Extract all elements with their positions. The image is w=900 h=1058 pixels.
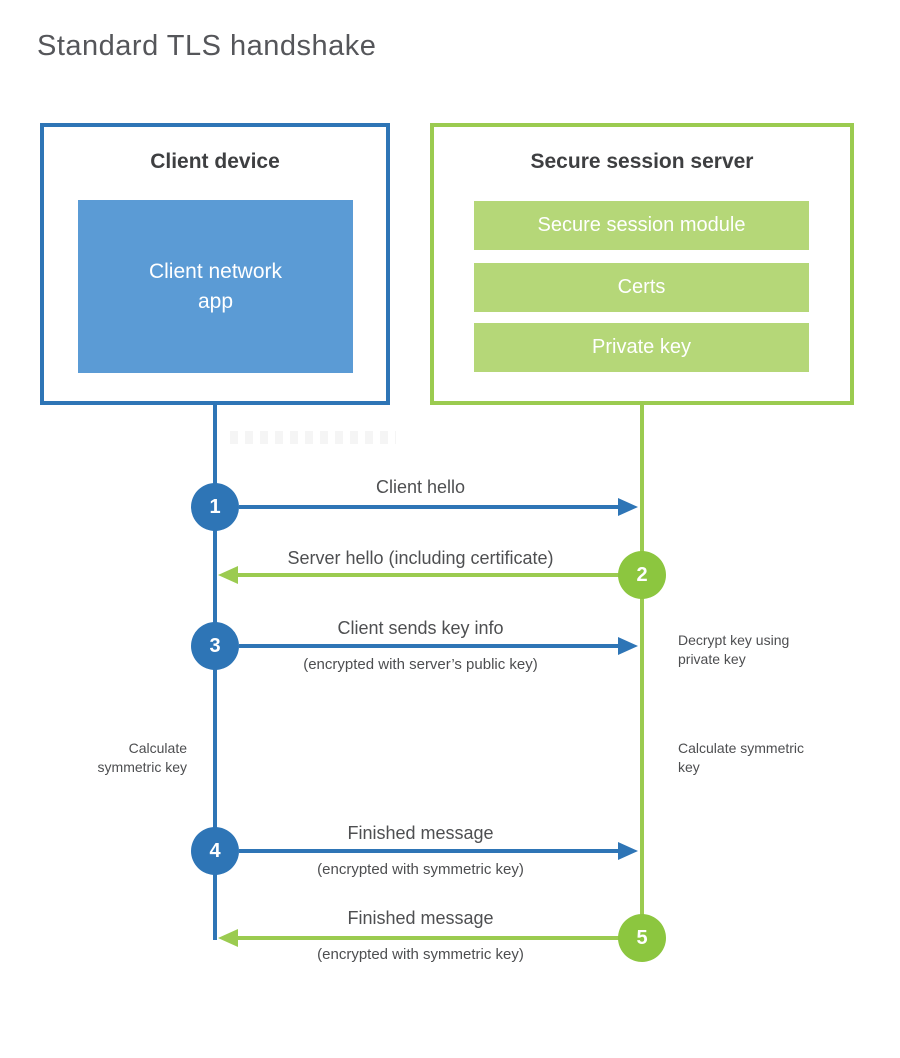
step-5-arrowhead-icon bbox=[218, 929, 238, 947]
step-5-badge: 5 bbox=[618, 914, 666, 962]
step-1-badge: 1 bbox=[191, 483, 239, 531]
step-1-arrow-line bbox=[239, 505, 620, 509]
server-header: Secure session server bbox=[530, 150, 754, 173]
note-calc-symmetric-server: Calculate symmetric key bbox=[678, 740, 805, 775]
step-5-label: Finished message bbox=[347, 908, 494, 928]
ghost-dashes-artifact bbox=[230, 431, 396, 444]
step-3-badge: 3 bbox=[191, 622, 239, 670]
step-3-arrowhead-icon bbox=[618, 637, 638, 655]
step-5-arrow-line bbox=[236, 936, 620, 940]
client-network-app-box: Client network app bbox=[78, 200, 353, 373]
step-4-label: Finished message bbox=[347, 823, 494, 843]
step-4-arrowhead-icon bbox=[618, 842, 638, 860]
step-1-label: Client hello bbox=[375, 477, 466, 497]
note-calc-symmetric-client: Calculate symmetric key bbox=[97, 740, 187, 775]
secure-session-server-box: Secure session server Secure session mod… bbox=[430, 123, 854, 405]
server-module-private-key: Private key bbox=[474, 323, 809, 372]
client-device-box: Client device Client network app bbox=[40, 123, 390, 405]
server-module-certs: Certs bbox=[474, 263, 809, 312]
client-lifeline bbox=[213, 405, 217, 940]
page-title: Standard TLS handshake bbox=[37, 30, 377, 62]
note-decrypt-key: Decrypt key using private key bbox=[678, 632, 790, 667]
step-2-arrowhead-icon bbox=[218, 566, 238, 584]
step-1-arrowhead-icon bbox=[618, 498, 638, 516]
client-device-header: Client device bbox=[150, 150, 280, 173]
step-3-label: Client sends key info bbox=[337, 618, 504, 638]
step-4-badge: 4 bbox=[191, 827, 239, 875]
step-5-sublabel: (encrypted with symmetric key) bbox=[317, 946, 524, 963]
step-2-label: Server hello (including certificate) bbox=[287, 548, 554, 568]
step-2-badge: 2 bbox=[618, 551, 666, 599]
step-2-arrow-line bbox=[236, 573, 620, 577]
server-module-secure-session: Secure session module bbox=[474, 201, 809, 250]
server-lifeline bbox=[640, 405, 644, 938]
step-3-sublabel: (encrypted with server’s public key) bbox=[303, 656, 538, 673]
step-3-arrow-line bbox=[239, 644, 620, 648]
step-4-arrow-line bbox=[239, 849, 620, 853]
step-4-sublabel: (encrypted with symmetric key) bbox=[317, 861, 524, 878]
